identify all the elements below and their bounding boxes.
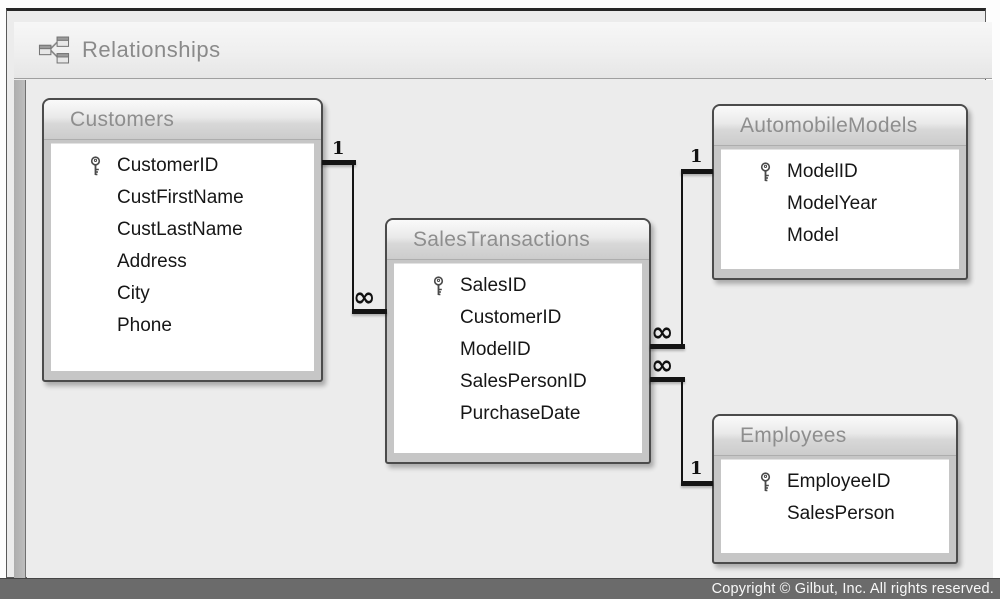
relationship-line-segment[interactable]	[322, 160, 356, 165]
field-row[interactable]: Address	[73, 246, 314, 278]
cardinality-many-label: ∞	[651, 317, 673, 348]
field-row[interactable]: SalesPerson	[743, 498, 949, 530]
relationships-titlebar[interactable]: Relationships	[14, 22, 992, 79]
field-name: City	[117, 283, 150, 304]
relationship-line-segment[interactable]	[352, 309, 387, 314]
field-row[interactable]: City	[73, 278, 314, 310]
field-name: Model	[787, 225, 839, 246]
table-automobilemodels[interactable]: AutomobileModels ModelID ModelYear Model	[712, 104, 968, 280]
field-row[interactable]: ModelYear	[743, 188, 959, 220]
field-name: EmployeeID	[787, 471, 891, 492]
table-customers[interactable]: Customers CustomerID CustFirstName CustL…	[42, 98, 323, 382]
field-row[interactable]: CustomerID	[73, 150, 314, 182]
relationship-line-segment[interactable]	[681, 172, 683, 347]
table-field-list: SalesID CustomerID ModelID SalesPersonID…	[394, 263, 642, 453]
field-name: ModelID	[787, 161, 858, 182]
field-row[interactable]: CustomerID	[416, 302, 642, 334]
field-name: CustomerID	[460, 307, 562, 328]
field-row[interactable]: ModelID	[743, 156, 959, 188]
table-title: SalesTransactions	[413, 227, 591, 251]
cardinality-one-label: 1	[332, 138, 345, 159]
field-row[interactable]: CustFirstName	[73, 182, 314, 214]
relationship-line-segment[interactable]	[352, 163, 354, 311]
relationship-line-segment[interactable]	[650, 377, 685, 382]
field-name: PurchaseDate	[460, 403, 581, 424]
left-gutter	[14, 80, 26, 589]
field-row[interactable]: PurchaseDate	[416, 398, 642, 430]
table-field-list: EmployeeID SalesPerson	[721, 459, 949, 553]
copyright-bar: Copyright © Gilbut, Inc. All rights rese…	[0, 578, 1000, 599]
table-employees[interactable]: Employees EmployeeID SalesPerson	[712, 414, 958, 564]
cardinality-one-label: 1	[690, 146, 703, 167]
table-title: AutomobileModels	[740, 113, 918, 137]
field-name: ModelYear	[787, 193, 878, 214]
table-header[interactable]: AutomobileModels	[714, 106, 966, 146]
field-row[interactable]: EmployeeID	[743, 466, 949, 498]
primary-key-icon	[743, 161, 787, 183]
field-row[interactable]: ModelID	[416, 334, 642, 366]
field-row[interactable]: Model	[743, 220, 959, 252]
table-field-list: CustomerID CustFirstName CustLastName Ad…	[51, 143, 314, 371]
field-row[interactable]: Phone	[73, 310, 314, 342]
field-row[interactable]: CustLastName	[73, 214, 314, 246]
table-title: Employees	[740, 423, 847, 447]
cardinality-many-label: ∞	[651, 350, 673, 381]
field-name: SalesID	[460, 275, 527, 296]
window-title: Relationships	[82, 37, 221, 62]
cardinality-many-label: ∞	[353, 282, 375, 313]
field-name: CustomerID	[117, 155, 219, 176]
relationships-diagram-icon	[38, 36, 70, 64]
table-header[interactable]: Customers	[44, 100, 321, 140]
field-name: Address	[117, 251, 187, 272]
table-field-list: ModelID ModelYear Model	[721, 149, 959, 269]
field-name: SalesPerson	[787, 503, 895, 524]
relationship-line-segment[interactable]	[681, 379, 683, 484]
field-name: CustFirstName	[117, 187, 244, 208]
cardinality-one-label: 1	[690, 458, 703, 479]
field-name: ModelID	[460, 339, 531, 360]
copyright-text: Copyright © Gilbut, Inc. All rights rese…	[711, 581, 994, 597]
relationship-line-segment[interactable]	[681, 169, 713, 174]
primary-key-icon	[73, 155, 117, 177]
relationship-line-segment[interactable]	[681, 481, 713, 486]
field-name: SalesPersonID	[460, 371, 587, 392]
field-name: CustLastName	[117, 219, 243, 240]
table-title: Customers	[70, 107, 175, 131]
primary-key-icon	[743, 471, 787, 493]
table-header[interactable]: Employees	[714, 416, 956, 456]
relationship-line-segment[interactable]	[650, 344, 685, 349]
field-name: Phone	[117, 315, 172, 336]
field-row[interactable]: SalesPersonID	[416, 366, 642, 398]
table-salestransactions[interactable]: SalesTransactions SalesID CustomerID Mod…	[385, 218, 651, 464]
table-header[interactable]: SalesTransactions	[387, 220, 649, 260]
primary-key-icon	[416, 275, 460, 297]
field-row[interactable]: SalesID	[416, 270, 642, 302]
